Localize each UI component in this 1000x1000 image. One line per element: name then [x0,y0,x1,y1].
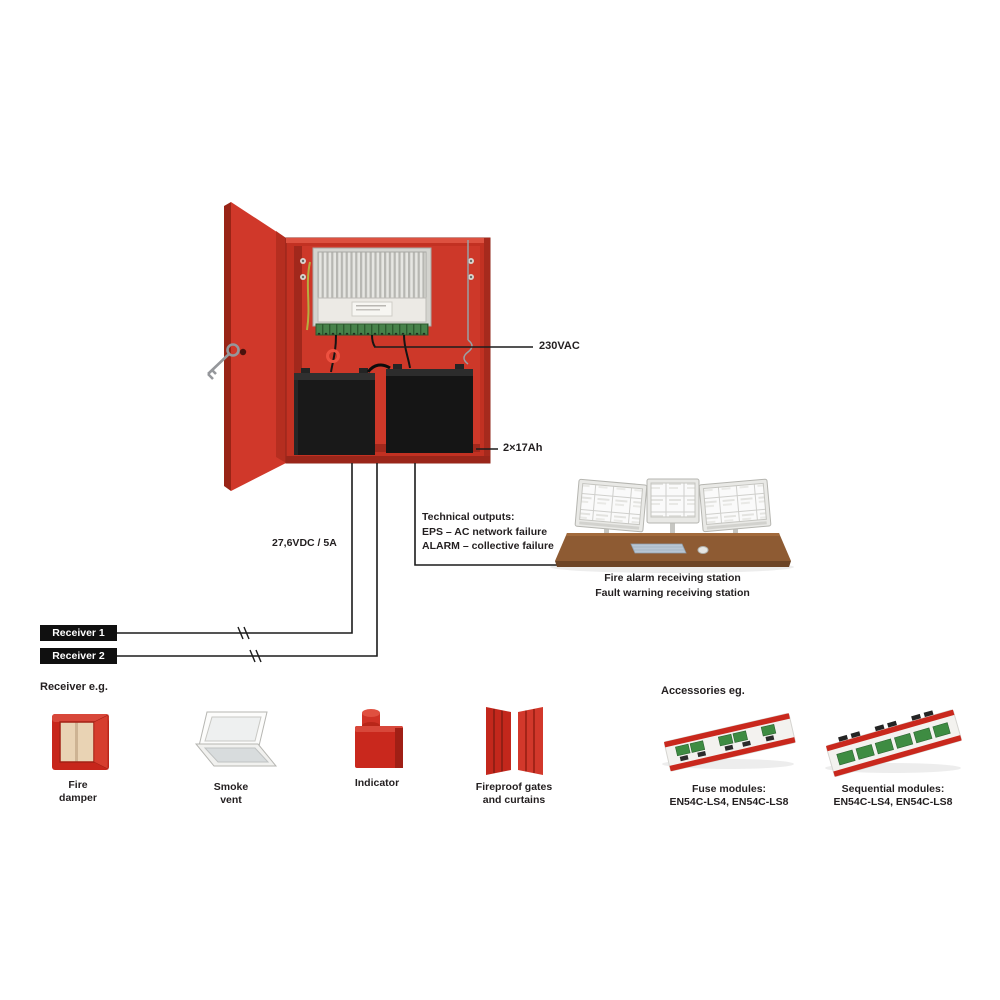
fire-damper-icon [52,714,109,770]
fireproof-gates-icon [486,707,543,775]
fuse-modules-caption-line2: EN54C-LS4, EN54C-LS8 [669,796,789,808]
fireproof-gates-caption: Fireproof gates and curtains [474,781,554,807]
line-technical-outputs [414,463,560,566]
smoke-vent-icon [194,711,278,767]
monitor-center [646,478,700,537]
smoke-vent-caption: Smoke vent [196,781,266,807]
receiving-station-line2: Fault warning receiving station [595,586,750,599]
smoke-vent-caption-line1: Smoke [213,781,249,793]
technical-outputs-block: Technical outputs: EPS – AC network fail… [422,510,554,554]
label-230vac: 230VAC [539,340,580,352]
cabinet-door [224,202,286,491]
receiving-station-workstation [550,478,794,573]
key-icon [207,343,240,380]
fireproof-gates-caption-line1: Fireproof gates [475,781,553,793]
fireproof-gates-caption-line2: and curtains [482,794,546,806]
battery-2 [386,364,473,453]
battery-1 [294,368,375,455]
door-lock [239,348,247,356]
receiver-1-badge: Receiver 1 [40,625,117,641]
sequential-modules-caption-line2: EN54C-LS4, EN54C-LS8 [833,796,953,808]
keyboard [630,543,687,554]
label-dc-output: 27,6VDC / 5A [272,537,337,549]
indicator-caption: Indicator [342,777,412,790]
connector-lines [116,346,560,657]
receiving-station-line1: Fire alarm receiving station [604,572,741,584]
terminal-strip [315,323,429,336]
sequential-modules-caption-line1: Sequential modules: [841,783,945,795]
cabinet-wiring [306,240,473,373]
fire-damper-caption-line1: Fire [68,779,88,791]
technical-outputs-eps: EPS – AC network failure [422,525,548,538]
technical-outputs-alarm: ALARM – collective failure [422,540,554,552]
accessories-heading: Accessories eg. [661,685,745,697]
monitor-left [574,478,648,542]
fuse-module-board [663,713,796,772]
line-dc-receiver1 [116,463,353,634]
line-dc-receiver2 [116,463,378,657]
monitor-right [698,478,772,542]
label-battery-capacity: 2×17Ah [503,442,543,454]
cabinet-body [285,237,491,464]
mouse [697,546,709,554]
mounting-screws [300,258,474,280]
sequential-modules-caption: Sequential modules: EN54C-LS4, EN54C-LS8 [818,783,968,809]
fire-damper-caption-line2: damper [59,792,97,804]
indicator-caption-line1: Indicator [354,777,400,789]
cable-break-marks [237,626,262,663]
psu-module [312,247,432,336]
fire-damper-caption: Fire damper [43,779,113,805]
receiver-examples-heading: Receiver e.g. [40,681,108,693]
smoke-vent-caption-line2: vent [220,794,242,806]
fuse-modules-caption-line1: Fuse modules: [691,783,767,795]
power-supply-cabinet [207,202,491,491]
receiving-station-caption: Fire alarm receiving station Fault warni… [570,571,775,600]
receiver-2-badge: Receiver 2 [40,648,117,664]
technical-outputs-title: Technical outputs: [422,511,515,523]
sequential-module-board [825,709,962,777]
indicator-icon [355,709,403,768]
fuse-modules-caption: Fuse modules: EN54C-LS4, EN54C-LS8 [659,783,799,809]
battery-jumper-wire [366,363,391,373]
